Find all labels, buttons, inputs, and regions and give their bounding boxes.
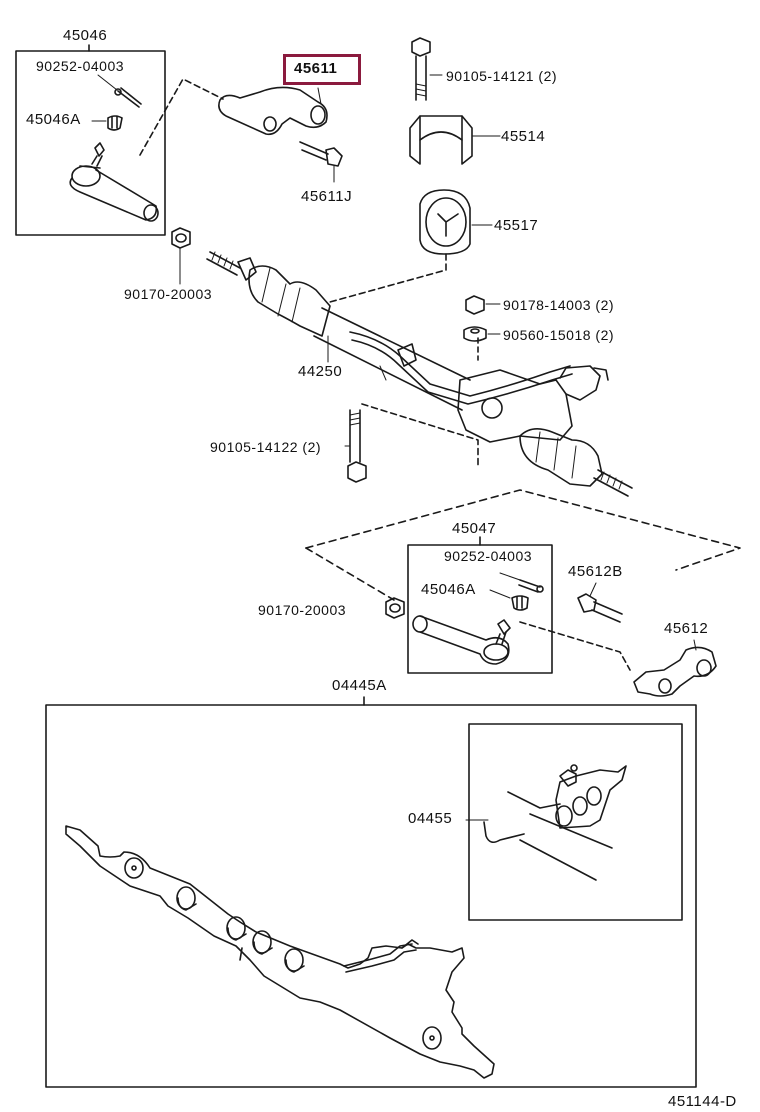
label-90105-14122: 90105-14122 (2) bbox=[210, 439, 322, 455]
tie-rod-end-left bbox=[69, 142, 159, 222]
nut-90178 bbox=[465, 295, 501, 315]
bolt-45612b bbox=[577, 582, 623, 623]
label-45514: 45514 bbox=[501, 128, 546, 145]
label-45612b: 45612B bbox=[568, 563, 623, 580]
label-45611j: 45611J bbox=[301, 188, 353, 205]
label-45611[interactable]: 45611 bbox=[294, 60, 338, 77]
label-90170-top: 90170-20003 bbox=[124, 286, 213, 302]
label-90252-top: 90252-04003 bbox=[36, 58, 125, 74]
label-90105-14121: 90105-14121 (2) bbox=[446, 68, 558, 84]
bushing-45517 bbox=[419, 189, 493, 255]
label-90170-bottom: 90170-20003 bbox=[258, 602, 347, 618]
label-45046: 45046 bbox=[63, 27, 108, 44]
label-90560: 90560-15018 (2) bbox=[503, 327, 615, 343]
label-90178: 90178-14003 (2) bbox=[503, 297, 615, 313]
label-45046a-top: 45046A bbox=[26, 111, 81, 128]
label-04455: 04455 bbox=[408, 810, 453, 827]
tie-rod-end-left-box bbox=[15, 50, 166, 236]
cotter-pin-left bbox=[97, 74, 142, 108]
castle-nut-right bbox=[489, 589, 529, 611]
label-45517: 45517 bbox=[494, 217, 539, 234]
nut-90170-top bbox=[171, 227, 191, 285]
cotter-pin-right bbox=[499, 572, 544, 593]
knuckle-arm-45611 bbox=[218, 86, 328, 136]
bolt-45611j bbox=[299, 141, 343, 183]
label-44250: 44250 bbox=[298, 363, 343, 380]
bolt-90105-14121 bbox=[411, 37, 443, 101]
clamp-bracket-45514 bbox=[409, 115, 501, 165]
bolt-90105-14122 bbox=[344, 409, 367, 483]
tie-rod-end-right bbox=[412, 615, 511, 665]
washer-90560 bbox=[463, 326, 501, 342]
rack-seals-drawing bbox=[65, 825, 495, 1079]
highlighted-part-box bbox=[283, 54, 361, 85]
seal-kit-inner-box bbox=[468, 723, 683, 921]
label-90252-bottom: 90252-04003 bbox=[444, 548, 533, 564]
rack-housing-44250 bbox=[206, 251, 633, 497]
gasket-kit-box bbox=[45, 704, 697, 1088]
castle-nut-left bbox=[91, 115, 123, 131]
label-45612: 45612 bbox=[664, 620, 709, 637]
seal-kit-drawing bbox=[483, 764, 627, 881]
label-04445a: 04445A bbox=[332, 677, 387, 694]
figure-code: 451144-D bbox=[668, 1093, 737, 1110]
label-45046a-bottom: 45046A bbox=[421, 581, 476, 598]
knuckle-arm-45612 bbox=[633, 639, 717, 697]
nut-90170-bottom bbox=[385, 597, 405, 619]
label-45047: 45047 bbox=[452, 520, 497, 537]
